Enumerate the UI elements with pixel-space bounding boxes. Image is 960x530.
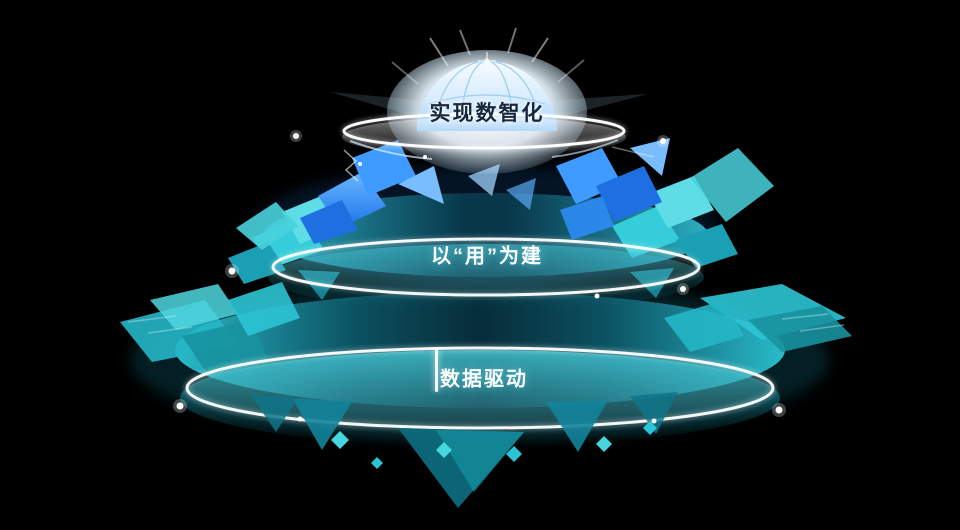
zigzag-accent bbox=[343, 149, 359, 182]
tier-label-middle: 以“用”为建 bbox=[431, 245, 543, 268]
bottom-ring bbox=[185, 346, 775, 430]
top-tier bbox=[330, 27, 655, 182]
light-beam bbox=[432, 348, 441, 392]
tier-label-bottom: 数据驱动 bbox=[440, 368, 528, 391]
bottom-tier bbox=[120, 282, 852, 446]
middle-ring bbox=[271, 237, 701, 297]
light-dots bbox=[173, 130, 786, 424]
diamond-sparks bbox=[331, 421, 657, 469]
streak-lines bbox=[127, 313, 845, 334]
tier-label-top: 实现数智化 bbox=[429, 102, 545, 125]
bottom-fragments bbox=[250, 392, 678, 508]
blue-fragments bbox=[300, 138, 670, 244]
top-ring bbox=[342, 112, 626, 150]
dome-sparkle bbox=[478, 52, 496, 70]
